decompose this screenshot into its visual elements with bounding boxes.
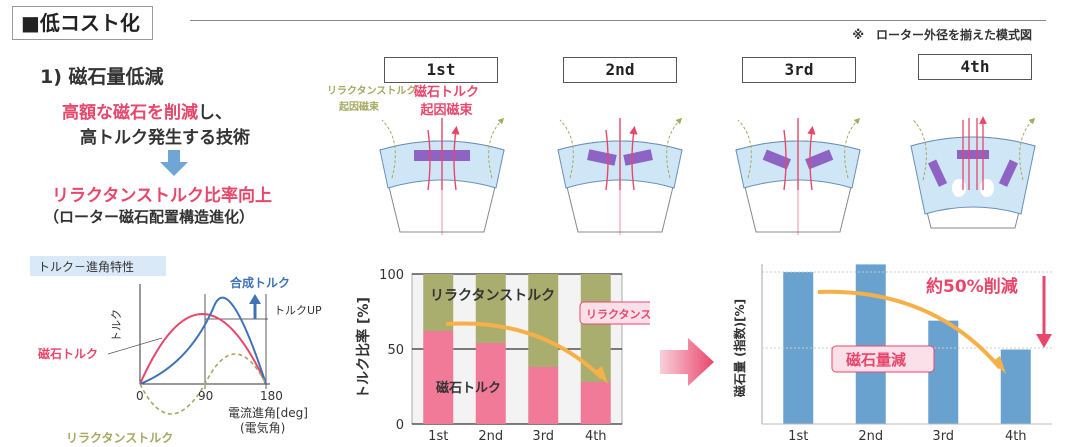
- title-divider: [190, 20, 1046, 21]
- ratio-annotation: リラクタンストルク増: [586, 307, 650, 321]
- rotor-2nd: [557, 118, 682, 235]
- tick-0: 0: [136, 389, 144, 403]
- ratio-trend-arrow: [445, 321, 604, 380]
- mag-annotation-box: [831, 345, 935, 373]
- ratio-annotation-box: [579, 301, 650, 325]
- magnet-label: 磁石トルク: [37, 346, 98, 361]
- mag-x-label: 2nd: [858, 429, 883, 444]
- gen-label-3rd: 3rd: [742, 57, 856, 83]
- ratio-bar-1st-reluctance: [423, 274, 454, 331]
- mag-bar-4th: [1000, 349, 1031, 424]
- magnet-amount-chart: 1st 2nd 3rd 4th 磁石量 (指数)[%] 約50%削減 磁石量減: [732, 264, 1052, 444]
- mag-bar-3rd: [928, 320, 959, 424]
- mag-bar-2nd: [855, 264, 886, 424]
- down-arrow-icon: [160, 150, 188, 176]
- note-text: ※ ローター外径を揃えた模式図: [852, 28, 1032, 42]
- ratio-bar-3rd-reluctance: [528, 274, 559, 367]
- composite-torque-curve: [139, 296, 267, 385]
- reluctance-label: リラクタンストルク: [66, 431, 173, 445]
- gen-label-2nd: 2nd: [563, 57, 677, 83]
- description-line2: 高トルク発生する技術: [80, 128, 250, 148]
- ratio-x-label: 2nd: [478, 429, 503, 444]
- desc-pre: 高額な: [62, 103, 113, 123]
- ratio-bar-3rd-magnet: [528, 367, 559, 424]
- mag-x-label: 4th: [1005, 429, 1027, 444]
- ratio-y-tick: 50: [387, 343, 404, 358]
- result-subtext: （ローター磁石配置構造進化）: [44, 208, 255, 226]
- tick-90: 90: [198, 389, 213, 403]
- composite-label: 合成トルク: [230, 275, 290, 290]
- x-label-1: 電流進角[deg]: [228, 406, 308, 420]
- ratio-bar-1st-magnet: [423, 331, 454, 424]
- torque-angle-chart: トルク－進角特性 合成トルク トルクUP 磁石トルク トルク 0 90 180 …: [30, 256, 322, 445]
- mag-annotation-box-text: 磁石量減: [846, 351, 906, 369]
- reluctance-flux-label: リラクタンストルク 起因磁束: [327, 86, 417, 113]
- mag-x-label: 3rd: [932, 429, 954, 444]
- ratio-legend-magnet: 磁石トルク: [436, 380, 501, 396]
- gen-label-4th: 4th: [918, 54, 1032, 80]
- ratio-bar-2nd-magnet: [475, 343, 506, 424]
- section-title: ■低コスト化: [12, 6, 153, 40]
- torque-chart-legend-bg: [30, 256, 166, 276]
- torque-chart-title: トルク－進角特性: [38, 259, 134, 274]
- gen-label-1st: 1st: [384, 57, 498, 83]
- rotor-1st: [379, 118, 504, 235]
- tick-180: 180: [260, 389, 283, 403]
- ratio-x-label: 4th: [585, 429, 607, 444]
- mag-y-label: 磁石量 (指数)[%]: [732, 299, 747, 398]
- ratio-bar-4th-magnet: [580, 382, 611, 424]
- x-label-2: (電気角): [240, 420, 285, 435]
- rotor-3rd: [735, 118, 860, 235]
- transition-arrow-icon: [660, 338, 714, 386]
- reluctance-torque-curve: [139, 353, 267, 415]
- desc-post: し、: [198, 103, 232, 123]
- torque-y-label: トルク: [110, 309, 123, 342]
- magnet-flux-label: 磁石トルク 起因磁束: [414, 85, 480, 118]
- ratio-y-tick: 100: [379, 268, 404, 283]
- magnet-torque-curve: [139, 313, 267, 385]
- desc-highlight: 磁石を削減: [113, 103, 198, 123]
- mag-trend-arrow: [817, 289, 1002, 370]
- description-line1: 高額な磁石を削減し、: [62, 98, 232, 123]
- rotor-4th: [910, 118, 1035, 229]
- mag-annotation-text: 約50%削減: [926, 276, 1018, 297]
- ratio-x-label: 3rd: [532, 429, 554, 444]
- ratio-bar-2nd-reluctance: [475, 274, 506, 343]
- ratio-y-label: トルク比率 [%]: [355, 297, 372, 399]
- torque-up-label: トルクUP: [274, 304, 322, 317]
- mag-x-label: 1st: [788, 429, 808, 444]
- ratio-x-label: 1st: [428, 429, 448, 444]
- ratio-y-tick: 0: [396, 418, 404, 433]
- subtitle: 1) 磁石量低減: [40, 66, 164, 88]
- ratio-legend-reluctance: リラクタンストルク: [430, 288, 555, 304]
- result-text: リラクタンストルク比率向上: [52, 186, 272, 206]
